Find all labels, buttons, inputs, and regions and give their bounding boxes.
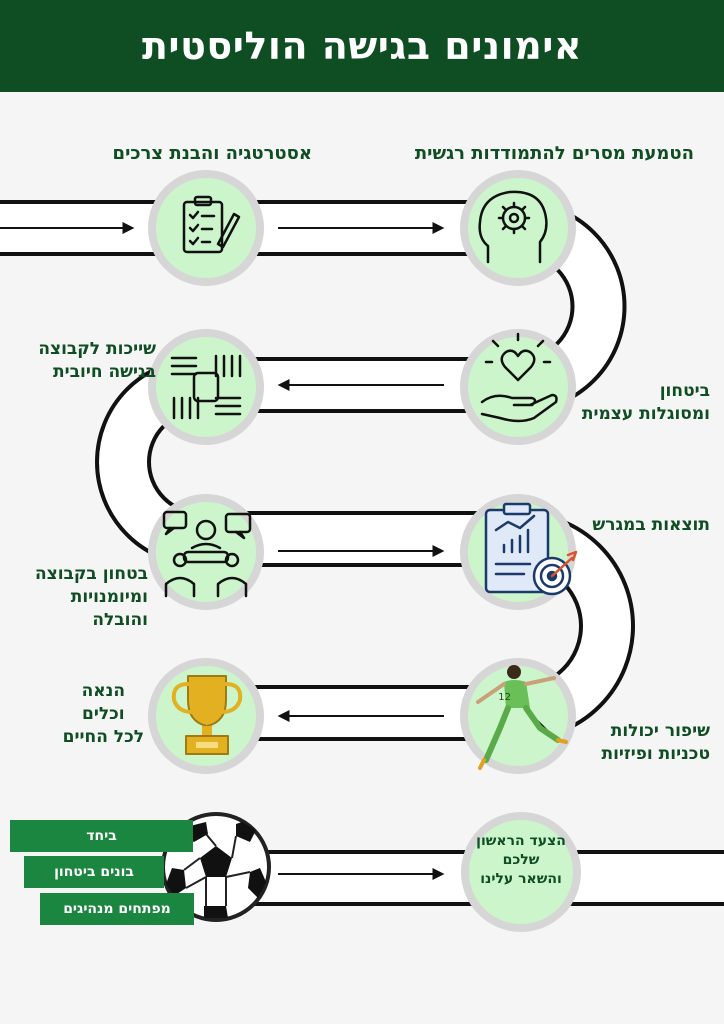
step-label-4: שייכות לקבוצה בגישה חיובית xyxy=(38,339,156,382)
player-number: 12 xyxy=(498,692,511,703)
step-label-1: הטמעת מסרים להתמודדות רגשית xyxy=(414,143,694,164)
joined-hands-icon xyxy=(170,354,242,420)
page-title: אימונים בגישה הוליסטית xyxy=(141,24,583,68)
step-label-6: בטחון בקבוצה ומיומנויות והובלה xyxy=(34,564,148,630)
step-circle-4 xyxy=(148,329,264,445)
step-label-2: אסטרטגיה והבנת צרכים xyxy=(112,143,312,164)
final-step-text: הצעד הראשון שלכם והשאר עלינו xyxy=(476,833,566,887)
trophy-icon xyxy=(171,675,243,755)
brain-gear-icon xyxy=(478,190,548,264)
step-label-3: ביטחון ומסוגלות עצמית xyxy=(581,381,710,424)
chart-target-icon xyxy=(484,502,578,596)
tag-together: ביחד xyxy=(10,820,193,852)
clipboard-checklist-icon xyxy=(182,195,241,254)
header-banner: אימונים בגישה הוליסטית xyxy=(0,0,724,92)
step-label-7: שיפור יכולות טכניות ופיזיות xyxy=(601,721,710,764)
final-circle xyxy=(461,812,581,932)
tag-developing-leaders: מפתחים מנהיגים xyxy=(40,893,194,925)
heart-in-hand-icon xyxy=(480,332,558,423)
step-circle-3 xyxy=(460,329,576,445)
tag-building-confidence: בונים ביטחון xyxy=(24,856,164,888)
soccer-player-icon: 12 xyxy=(476,665,568,770)
step-label-8: הנאה וכלים לכל החיים xyxy=(62,681,144,747)
step-label-5: תוצאות במגרש xyxy=(592,515,710,535)
team-discussion-icon xyxy=(162,510,252,598)
